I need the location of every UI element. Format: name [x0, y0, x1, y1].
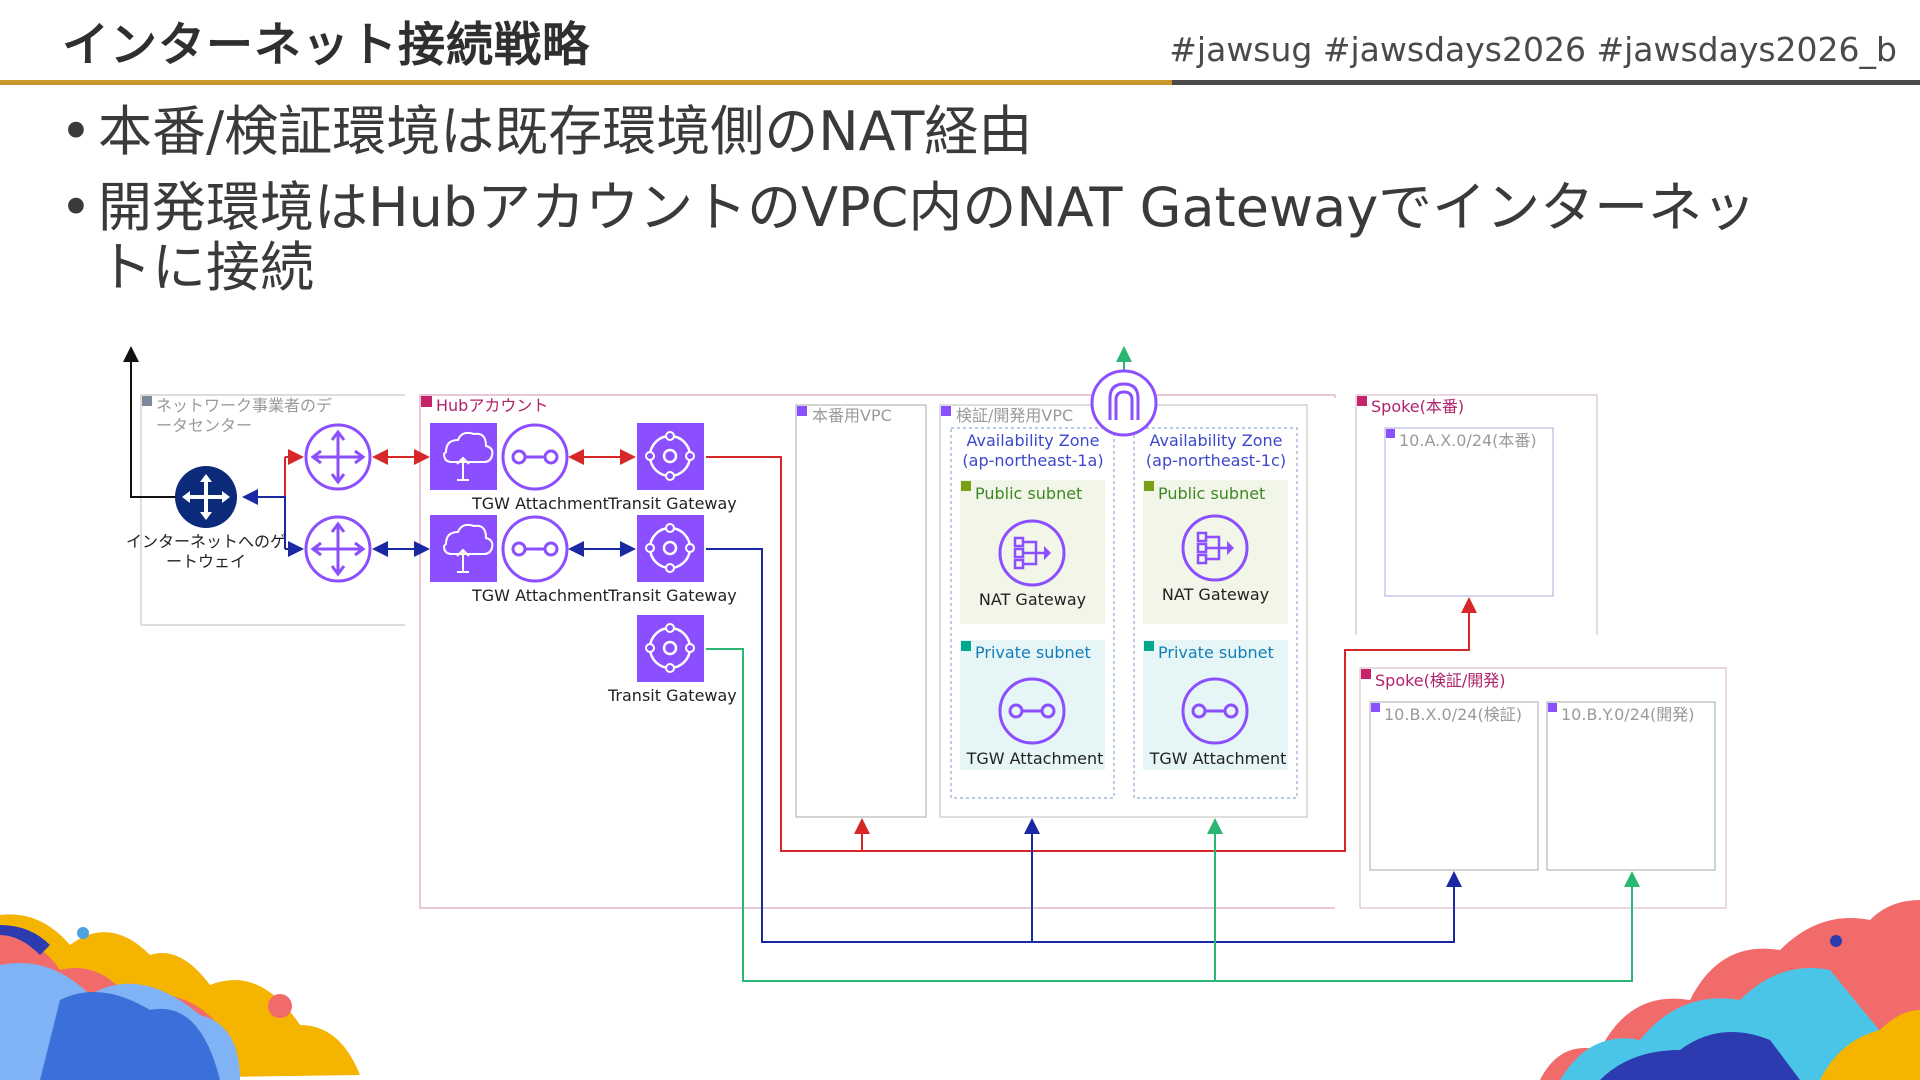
public-subnet-2-box	[1143, 480, 1288, 624]
red-route-lines	[284, 457, 1477, 852]
transit-gateway-label: Transit Gateway	[608, 586, 737, 605]
spoke-stg-cidr-label: 10.B.X.0/24(検証)	[1384, 705, 1522, 724]
datacenter-group-label: ネットワーク事業者のデータセンター	[156, 396, 333, 435]
transit-gateway-label: Transit Gateway	[608, 494, 737, 513]
spoke-dev-label: Spoke(検証/開発)	[1375, 671, 1506, 690]
tgw-attachment-icon	[501, 515, 569, 583]
public-subnet-label: Public subnet	[1158, 484, 1266, 503]
bullet-item: 開発環境はHubアカウントのVPC内のNAT Gatewayでインターネットに接…	[60, 178, 1798, 298]
decorative-clouds-right	[1540, 900, 1920, 1080]
slide-title: インターネット接続戦略	[62, 18, 590, 73]
internet-gateway-icon	[1090, 369, 1158, 437]
transit-gateway-icon	[637, 515, 704, 582]
az-1c-box	[1133, 427, 1298, 799]
nat-gateway-label: NAT Gateway	[1161, 585, 1270, 604]
tgw-attachment-icon	[501, 423, 569, 491]
prod-vpc-label: 本番用VPC	[812, 406, 892, 425]
hub-account-label: Hubアカウント	[436, 396, 549, 415]
router-icon	[304, 515, 372, 583]
nat-gateway-icon	[1181, 514, 1249, 582]
router-icon	[175, 466, 237, 528]
tgw-attachment-icon	[998, 677, 1066, 745]
private-subnet-2-box	[1143, 640, 1288, 770]
private-subnet-label: Private subnet	[1158, 643, 1274, 662]
spoke-prod-group-box	[1355, 394, 1598, 635]
transit-gateway-icon	[637, 615, 704, 682]
title-underline-gold	[0, 80, 1690, 85]
direct-connect-gateway-icon	[430, 515, 497, 582]
blue-route-lines	[242, 489, 1462, 943]
private-subnet-1-box	[960, 640, 1105, 770]
transit-gateway-icon	[637, 423, 704, 490]
prod-vpc-box	[795, 404, 927, 818]
tgw-attachment-label: TGW Attachment	[1149, 749, 1287, 768]
tgw-attachment-icon	[1181, 677, 1249, 745]
spoke-dev-group-box	[1359, 667, 1727, 909]
tgw-attachment-label: TGW Attachment	[472, 494, 609, 513]
datacenter-group-box	[140, 394, 405, 626]
spoke-dev-cidr-label: 10.B.Y.0/24(開発)	[1561, 705, 1695, 724]
az-1c-label: Availability Zone (ap-northeast-1c)	[1145, 431, 1287, 470]
internet-gateway-label: インターネットへのゲートウェイ	[126, 532, 287, 571]
private-subnet-label: Private subnet	[975, 643, 1091, 662]
title-underline-dark	[1172, 80, 1920, 85]
decorative-clouds-left	[0, 914, 360, 1080]
router-icon	[304, 423, 372, 491]
az-1a-box	[950, 427, 1115, 799]
spoke-prod-label: Spoke(本番)	[1371, 397, 1465, 416]
hashtags: #jawsug #jawsdays2026 #jawsdays2026_b	[1169, 30, 1897, 69]
nat-gateway-label: NAT Gateway	[978, 590, 1087, 609]
tgw-attachment-label: TGW Attachment	[472, 586, 609, 605]
hub-account-group-box	[419, 394, 1336, 909]
spoke-prod-cidr-label: 10.A.X.0/24(本番)	[1399, 431, 1537, 450]
bullet-list: 本番/検証環境は既存環境側のNAT経由 開発環境はHubアカウントのVPC内のN…	[60, 102, 1840, 314]
az-1a-label: Availability Zone (ap-northeast-1a)	[962, 431, 1104, 470]
tgw-attachment-label: TGW Attachment	[966, 749, 1104, 768]
public-subnet-label: Public subnet	[975, 484, 1083, 503]
dev-vpc-label: 検証/開発用VPC	[956, 406, 1074, 425]
direct-connect-gateway-icon	[430, 423, 497, 490]
green-route-lines	[706, 346, 1640, 982]
nat-gateway-icon	[998, 519, 1066, 587]
transit-gateway-label: Transit Gateway	[608, 686, 737, 705]
bullet-item: 本番/検証環境は既存環境側のNAT経由	[60, 102, 1840, 163]
